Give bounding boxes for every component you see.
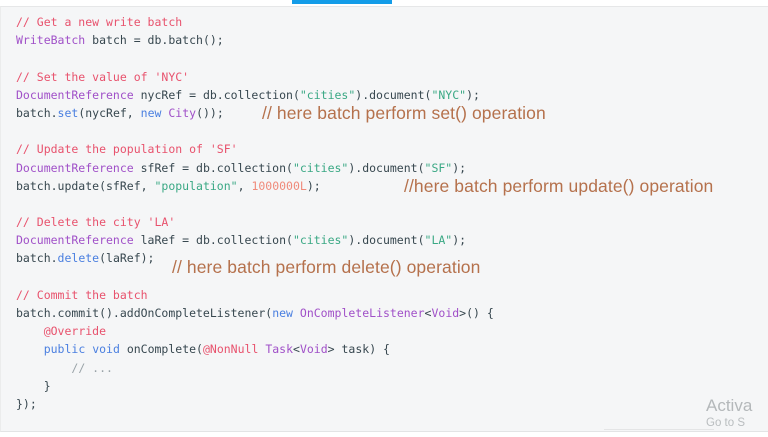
code-token: // Commit the batch <box>16 287 148 302</box>
annotation-update-operation: //here batch perform update() operation <box>404 176 714 196</box>
code-line: // Get a new write batch <box>16 13 494 31</box>
code-token: ).document( <box>355 87 432 102</box>
code-token: Void <box>431 306 460 320</box>
code-token: batch. <box>16 105 58 120</box>
code-token: }); <box>16 396 37 411</box>
code-line: batch.commit().addOnCompleteListener(new… <box>16 304 494 322</box>
code-line: DocumentReference laRef = db.collection(… <box>16 231 494 249</box>
code-token <box>16 342 44 356</box>
code-token: // Get a new write batch <box>16 15 183 29</box>
code-token: nycRef = db.collection( <box>133 87 300 102</box>
annotation-set-operation: // here batch perform set() operation <box>262 103 546 123</box>
code-token: batch.update(sfRef, <box>16 178 155 193</box>
code-token: "cities" <box>292 233 349 248</box>
watermark-divider <box>604 429 714 430</box>
code-line <box>16 195 494 213</box>
code-token: ); <box>452 233 467 248</box>
code-line <box>16 122 494 140</box>
code-line: }); <box>16 395 494 413</box>
code-token: sfRef = db.collection( <box>133 160 293 175</box>
code-token: "NYC" <box>431 87 467 102</box>
code-token: , <box>237 178 252 193</box>
code-token: "cities" <box>292 160 349 175</box>
code-token: ); <box>306 178 321 193</box>
code-token: OnCompleteListener <box>299 306 425 320</box>
code-line: // Update the population of 'SF' <box>16 140 494 158</box>
code-token: >() { <box>459 306 494 320</box>
code-token: DocumentReference <box>16 87 134 102</box>
code-token: DocumentReference <box>16 160 134 175</box>
code-token: "population" <box>154 178 238 193</box>
progress-bar-track <box>0 0 768 4</box>
code-token: new <box>140 105 162 120</box>
code-token: @Override <box>43 324 107 339</box>
progress-bar-fill <box>292 0 392 4</box>
code-token: < <box>293 342 300 357</box>
activate-windows-watermark: Activa Go to S <box>706 396 768 431</box>
code-token: "cities" <box>299 87 356 102</box>
code-token: void <box>92 342 120 357</box>
code-token: set <box>57 105 79 120</box>
code-token: ).document( <box>348 233 425 248</box>
code-token: (laRef); <box>99 251 155 266</box>
code-token: City <box>168 105 197 120</box>
code-line: // Delete the city 'LA' <box>16 213 494 231</box>
code-token <box>16 361 71 375</box>
code-line: DocumentReference sfRef = db.collection(… <box>16 159 494 177</box>
code-token: ); <box>452 160 467 175</box>
code-line: // ... <box>16 359 494 377</box>
code-token: new <box>272 306 293 320</box>
code-token: // Set the value of 'NYC' <box>16 69 190 84</box>
code-token: "LA" <box>424 233 453 248</box>
code-token: // Delete the city 'LA' <box>16 215 176 230</box>
code-token: (nycRef, <box>78 105 141 120</box>
code-token: batch.commit().addOnCompleteListener( <box>16 306 273 320</box>
code-line: DocumentReference nycRef = db.collection… <box>16 86 494 104</box>
code-token: @NonNull <box>202 342 259 357</box>
watermark-subtitle: Go to S <box>706 417 745 429</box>
code-line: batch.set(nycRef, new City()); <box>16 104 494 122</box>
code-line: WriteBatch batch = db.batch(); <box>16 31 494 49</box>
code-token: delete <box>57 251 100 266</box>
code-token: ); <box>466 87 480 102</box>
annotation-delete-operation: // here batch perform delete() operation <box>172 257 481 277</box>
code-token: "SF" <box>424 160 453 175</box>
code-line: // Commit the batch <box>16 286 494 304</box>
code-token: ()); <box>196 105 224 120</box>
code-line: batch.delete(laRef); <box>16 249 494 267</box>
code-line <box>16 49 494 67</box>
code-token: laRef = db.collection( <box>133 233 293 248</box>
code-token: DocumentReference <box>16 233 134 248</box>
code-token: > task) { <box>327 342 390 357</box>
code-line: } <box>16 377 494 395</box>
code-token: ).document( <box>348 160 425 175</box>
code-line: batch.update(sfRef, "population", 100000… <box>16 177 494 195</box>
code-token: batch. <box>16 251 58 266</box>
code-token: public <box>43 342 86 357</box>
code-token: } <box>16 378 51 393</box>
code-line: // Set the value of 'NYC' <box>16 68 494 86</box>
code-token: onComplete( <box>119 342 203 357</box>
code-token: Task <box>265 342 294 357</box>
code-line: public void onComplete(@NonNull Task<Voi… <box>16 340 494 358</box>
watermark-title: Activa <box>706 396 753 415</box>
code-token: < <box>424 306 432 320</box>
code-token: Void <box>299 342 328 357</box>
code-token <box>16 324 44 338</box>
code-token <box>293 306 300 320</box>
code-token: // Update the population of 'SF' <box>16 142 238 157</box>
code-token: WriteBatch <box>16 33 86 48</box>
code-token: // ... <box>71 360 113 375</box>
code-line: @Override <box>16 322 494 340</box>
code-token: batch = db.batch(); <box>85 33 224 48</box>
code-token: 1000000L <box>251 178 307 193</box>
